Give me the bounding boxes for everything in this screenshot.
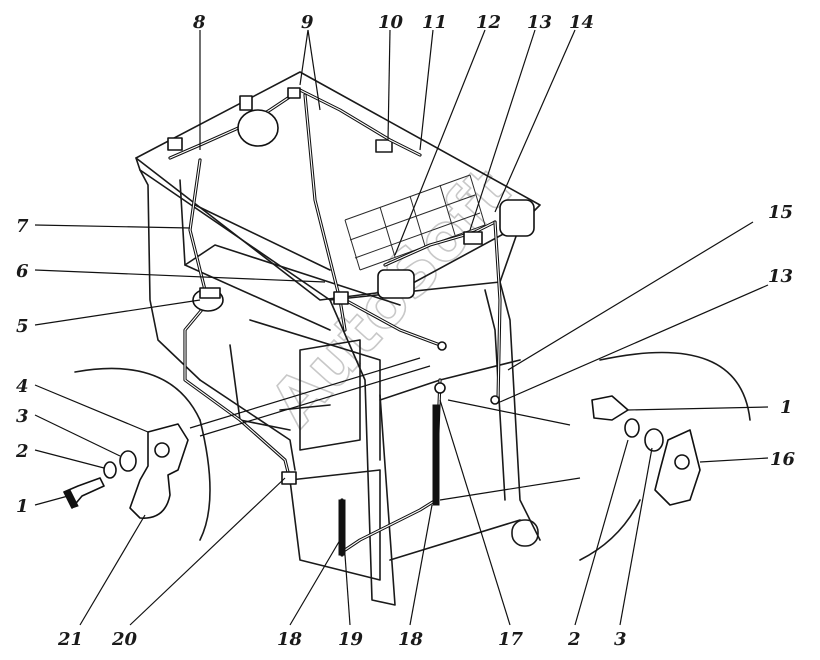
right-detail-view: [439, 351, 751, 561]
callout-9: 9: [301, 12, 314, 33]
callout-12: 12: [476, 12, 501, 33]
callout-3-right: 3: [614, 629, 627, 650]
callout-15: 15: [768, 202, 793, 223]
callout-1-right: 1: [780, 397, 793, 418]
callout-2-right: 2: [567, 629, 581, 650]
callout-1-left: 1: [16, 496, 29, 517]
callout-19: 19: [338, 629, 364, 650]
callout-17: 17: [498, 629, 524, 650]
left-detail-view: [63, 357, 431, 541]
callout-6: 6: [16, 261, 29, 282]
component-parts: [167, 87, 535, 556]
callout-16: 16: [770, 449, 796, 470]
callout-2-left: 2: [15, 441, 29, 462]
callout-5: 5: [16, 316, 29, 337]
callout-7: 7: [16, 216, 29, 237]
leader-lines: [34, 29, 769, 626]
callout-10: 10: [378, 12, 404, 33]
callout-labels: 8 9 10 11 12 13 14 15 13 7 6 5 4 3 2 1 1…: [15, 12, 796, 650]
callout-18-right: 18: [398, 629, 424, 650]
callout-14: 14: [569, 12, 594, 33]
callout-8: 8: [192, 12, 206, 33]
callout-11: 11: [422, 12, 447, 33]
callout-20: 20: [111, 629, 138, 650]
callout-4: 4: [16, 376, 29, 397]
callout-13-right: 13: [768, 266, 793, 287]
cabinet-body: [135, 71, 541, 606]
callout-13-top: 13: [527, 12, 552, 33]
callout-18-left: 18: [277, 629, 303, 650]
callout-3-left: 3: [16, 406, 29, 427]
callout-21: 21: [57, 629, 83, 650]
